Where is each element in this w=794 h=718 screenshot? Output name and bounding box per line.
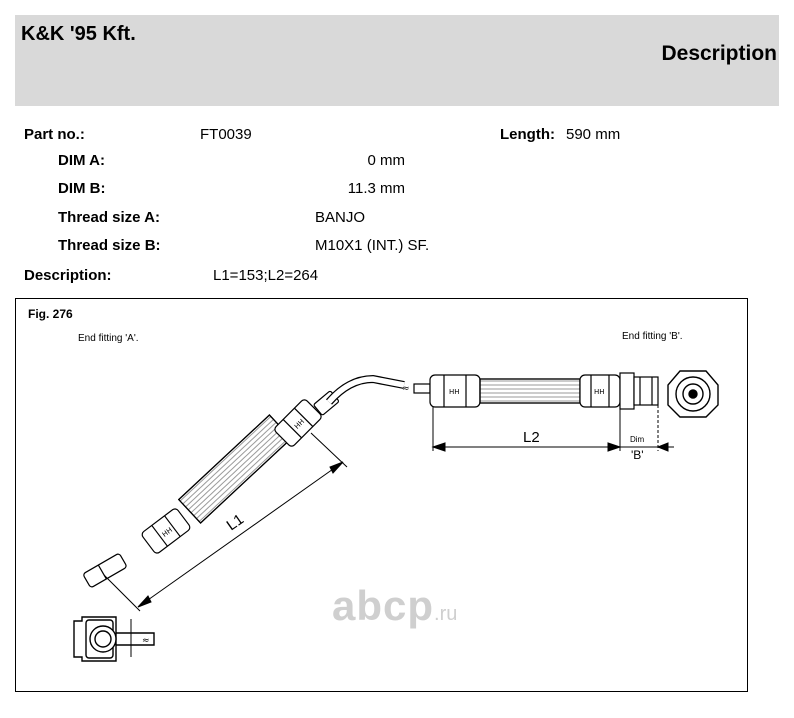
dim-a-label: DIM A: <box>58 152 105 169</box>
hose-right-assembly: HH HH <box>413 372 659 410</box>
dim-b-label: DIM B: <box>58 180 106 197</box>
end-fitting-b-label: End fitting 'B'. <box>622 331 683 342</box>
dimension-l1-label: L1 <box>224 511 247 534</box>
thread-a-value: BANJO <box>315 209 366 226</box>
hose-left-assembly: HH HH ≈ <box>83 374 410 588</box>
end-fitting-a-label: End fitting 'A'. <box>78 333 139 344</box>
dimension-l2-label: L2 <box>523 429 540 446</box>
dim-small-label: Dim <box>630 435 645 444</box>
brand-name: K&K '95 Kft. <box>21 23 136 45</box>
description-label: Description: <box>24 267 112 284</box>
end-view-b <box>667 370 719 418</box>
watermark: abcp.ru <box>332 582 457 630</box>
thread-a-label: Thread size A: <box>58 209 160 226</box>
page-title: Description <box>661 42 777 65</box>
dimension-l2 <box>431 405 674 452</box>
length-value: 590 mm <box>566 126 621 143</box>
dim-b-mark: 'B' <box>631 448 644 462</box>
brake-hose-drawing: HH HH ≈ <box>73 370 719 662</box>
svg-text:≈: ≈ <box>142 636 150 646</box>
dim-b-value: 11.3 mm <box>347 180 405 197</box>
end-view-a: ≈ <box>73 616 155 662</box>
part-no-value: FT0039 <box>200 126 252 143</box>
length-label: Length: <box>500 126 555 143</box>
svg-text:≈: ≈ <box>402 384 410 394</box>
part-no-label: Part no.: <box>24 126 85 143</box>
description-value: L1=153;L2=264 <box>213 267 319 284</box>
thread-b-label: Thread size B: <box>58 237 161 254</box>
dim-a-value: 0 mm <box>367 152 406 169</box>
svg-text:HH: HH <box>594 388 605 396</box>
dimension-l1 <box>103 432 348 612</box>
figure-label: Fig. 276 <box>28 307 73 321</box>
thread-b-value: M10X1 (INT.) SF. <box>315 237 430 254</box>
watermark-main: abcp <box>332 582 435 629</box>
header-bar: K&K '95 Kft. Description <box>15 15 779 106</box>
figure-box: HH HH ≈ <box>15 298 748 692</box>
watermark-suffix: .ru <box>434 603 458 625</box>
svg-text:HH: HH <box>449 388 460 396</box>
